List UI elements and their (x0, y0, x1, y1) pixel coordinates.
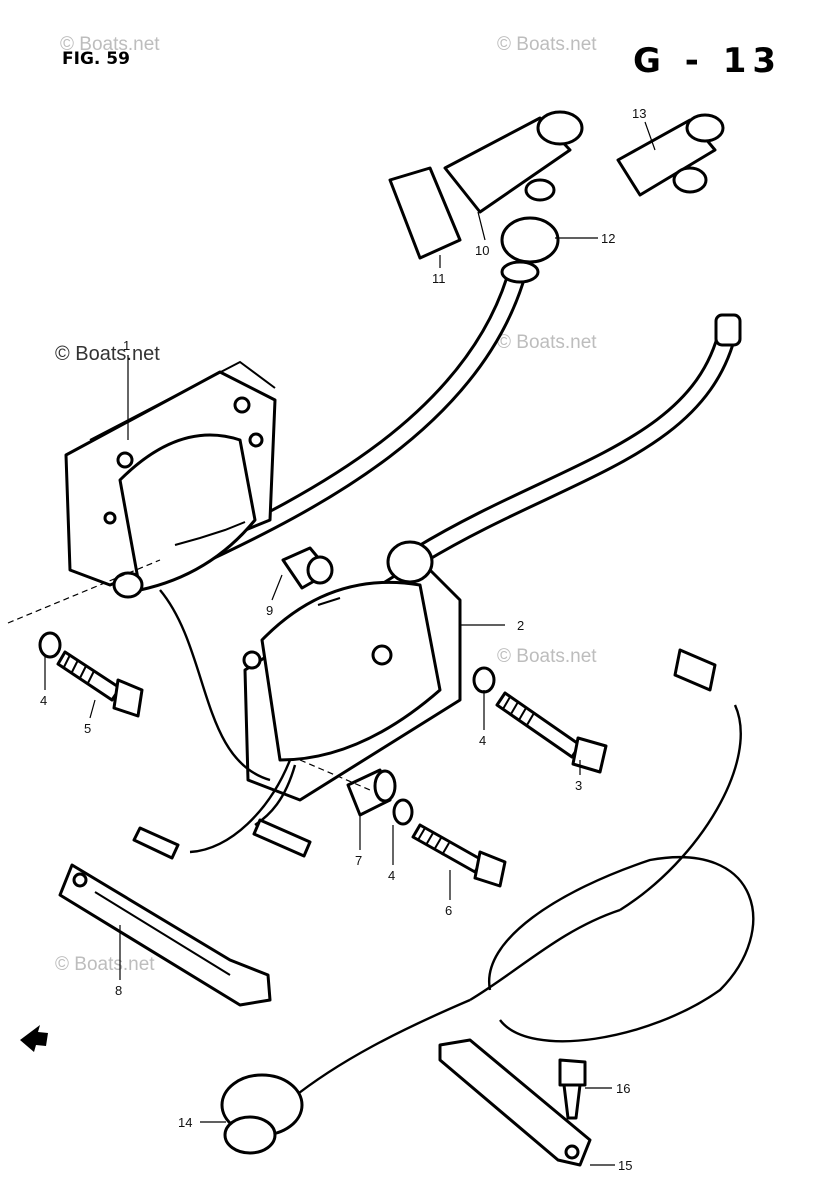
callout-2: 2 (517, 618, 524, 633)
coil-body (118, 433, 257, 592)
callout-4c: 4 (388, 868, 395, 883)
callout-6: 6 (445, 903, 452, 918)
collar-7 (346, 768, 397, 817)
ignition-coil-1 (64, 360, 277, 599)
connector-left (132, 826, 180, 860)
watermark: © Boats.net (60, 34, 160, 55)
plug-cap-socket (524, 178, 556, 202)
primary-wire (132, 589, 312, 860)
callout-7: 7 (355, 853, 362, 868)
callout-4a: 4 (40, 693, 47, 708)
bolt-6 (411, 823, 507, 888)
coil-2-boot (386, 540, 434, 584)
ignition-coil-2 (242, 540, 462, 802)
plug-cap-body (443, 116, 572, 214)
watermark: © Boats.net (497, 332, 597, 353)
stop-switch-button (220, 1073, 304, 1155)
callout-8: 8 (115, 983, 122, 998)
coil-body-2 (260, 580, 442, 762)
callout-3: 3 (575, 778, 582, 793)
callout-11: 11 (432, 271, 446, 286)
bolt-3 (495, 691, 608, 774)
clamp-8 (58, 863, 272, 1007)
direction-arrow-icon (20, 1025, 48, 1052)
stop-switch-cable (289, 648, 755, 1101)
callout-9: 9 (266, 603, 273, 618)
plug-boot (388, 166, 462, 260)
plug-cap-spare (616, 113, 725, 197)
callout-13: 13 (632, 106, 646, 121)
clip-15 (438, 1038, 592, 1167)
watermark: © Boats.net (497, 646, 597, 667)
callout-5: 5 (84, 721, 91, 736)
page-code: G - 13 (633, 41, 782, 81)
watermark: © Boats.net (497, 34, 597, 55)
stop-switch-connector (673, 648, 717, 692)
assembly-axis-line-2 (299, 759, 371, 791)
callout-15: 15 (618, 1158, 632, 1173)
watermark: © Boats.net (55, 954, 155, 975)
callout-16: 16 (616, 1081, 630, 1096)
callout-1: 1 (123, 338, 130, 353)
washer-4b (472, 666, 496, 694)
grommet-seal (500, 260, 540, 284)
plug-cap-assembly (388, 110, 584, 284)
callout-4b: 4 (479, 733, 486, 748)
callout-10: 10 (475, 243, 489, 258)
plug-cap-elbow (536, 110, 584, 146)
high-tension-lead-2 (410, 313, 742, 565)
bolt-5 (56, 650, 144, 718)
callout-12: 12 (601, 231, 615, 246)
callout-14: 14 (178, 1115, 192, 1130)
lead-end-cap (714, 313, 742, 347)
connector-right (252, 818, 312, 858)
figure-label: FIG. 59 (62, 49, 130, 69)
screw-16 (558, 1058, 587, 1120)
rubber-grommet (500, 216, 560, 264)
watermark: © Boats.net (55, 343, 160, 365)
washer-4a (38, 631, 62, 659)
collar-9 (281, 546, 334, 590)
assembly-axis-line (7, 559, 161, 624)
washer-4c (392, 798, 414, 826)
